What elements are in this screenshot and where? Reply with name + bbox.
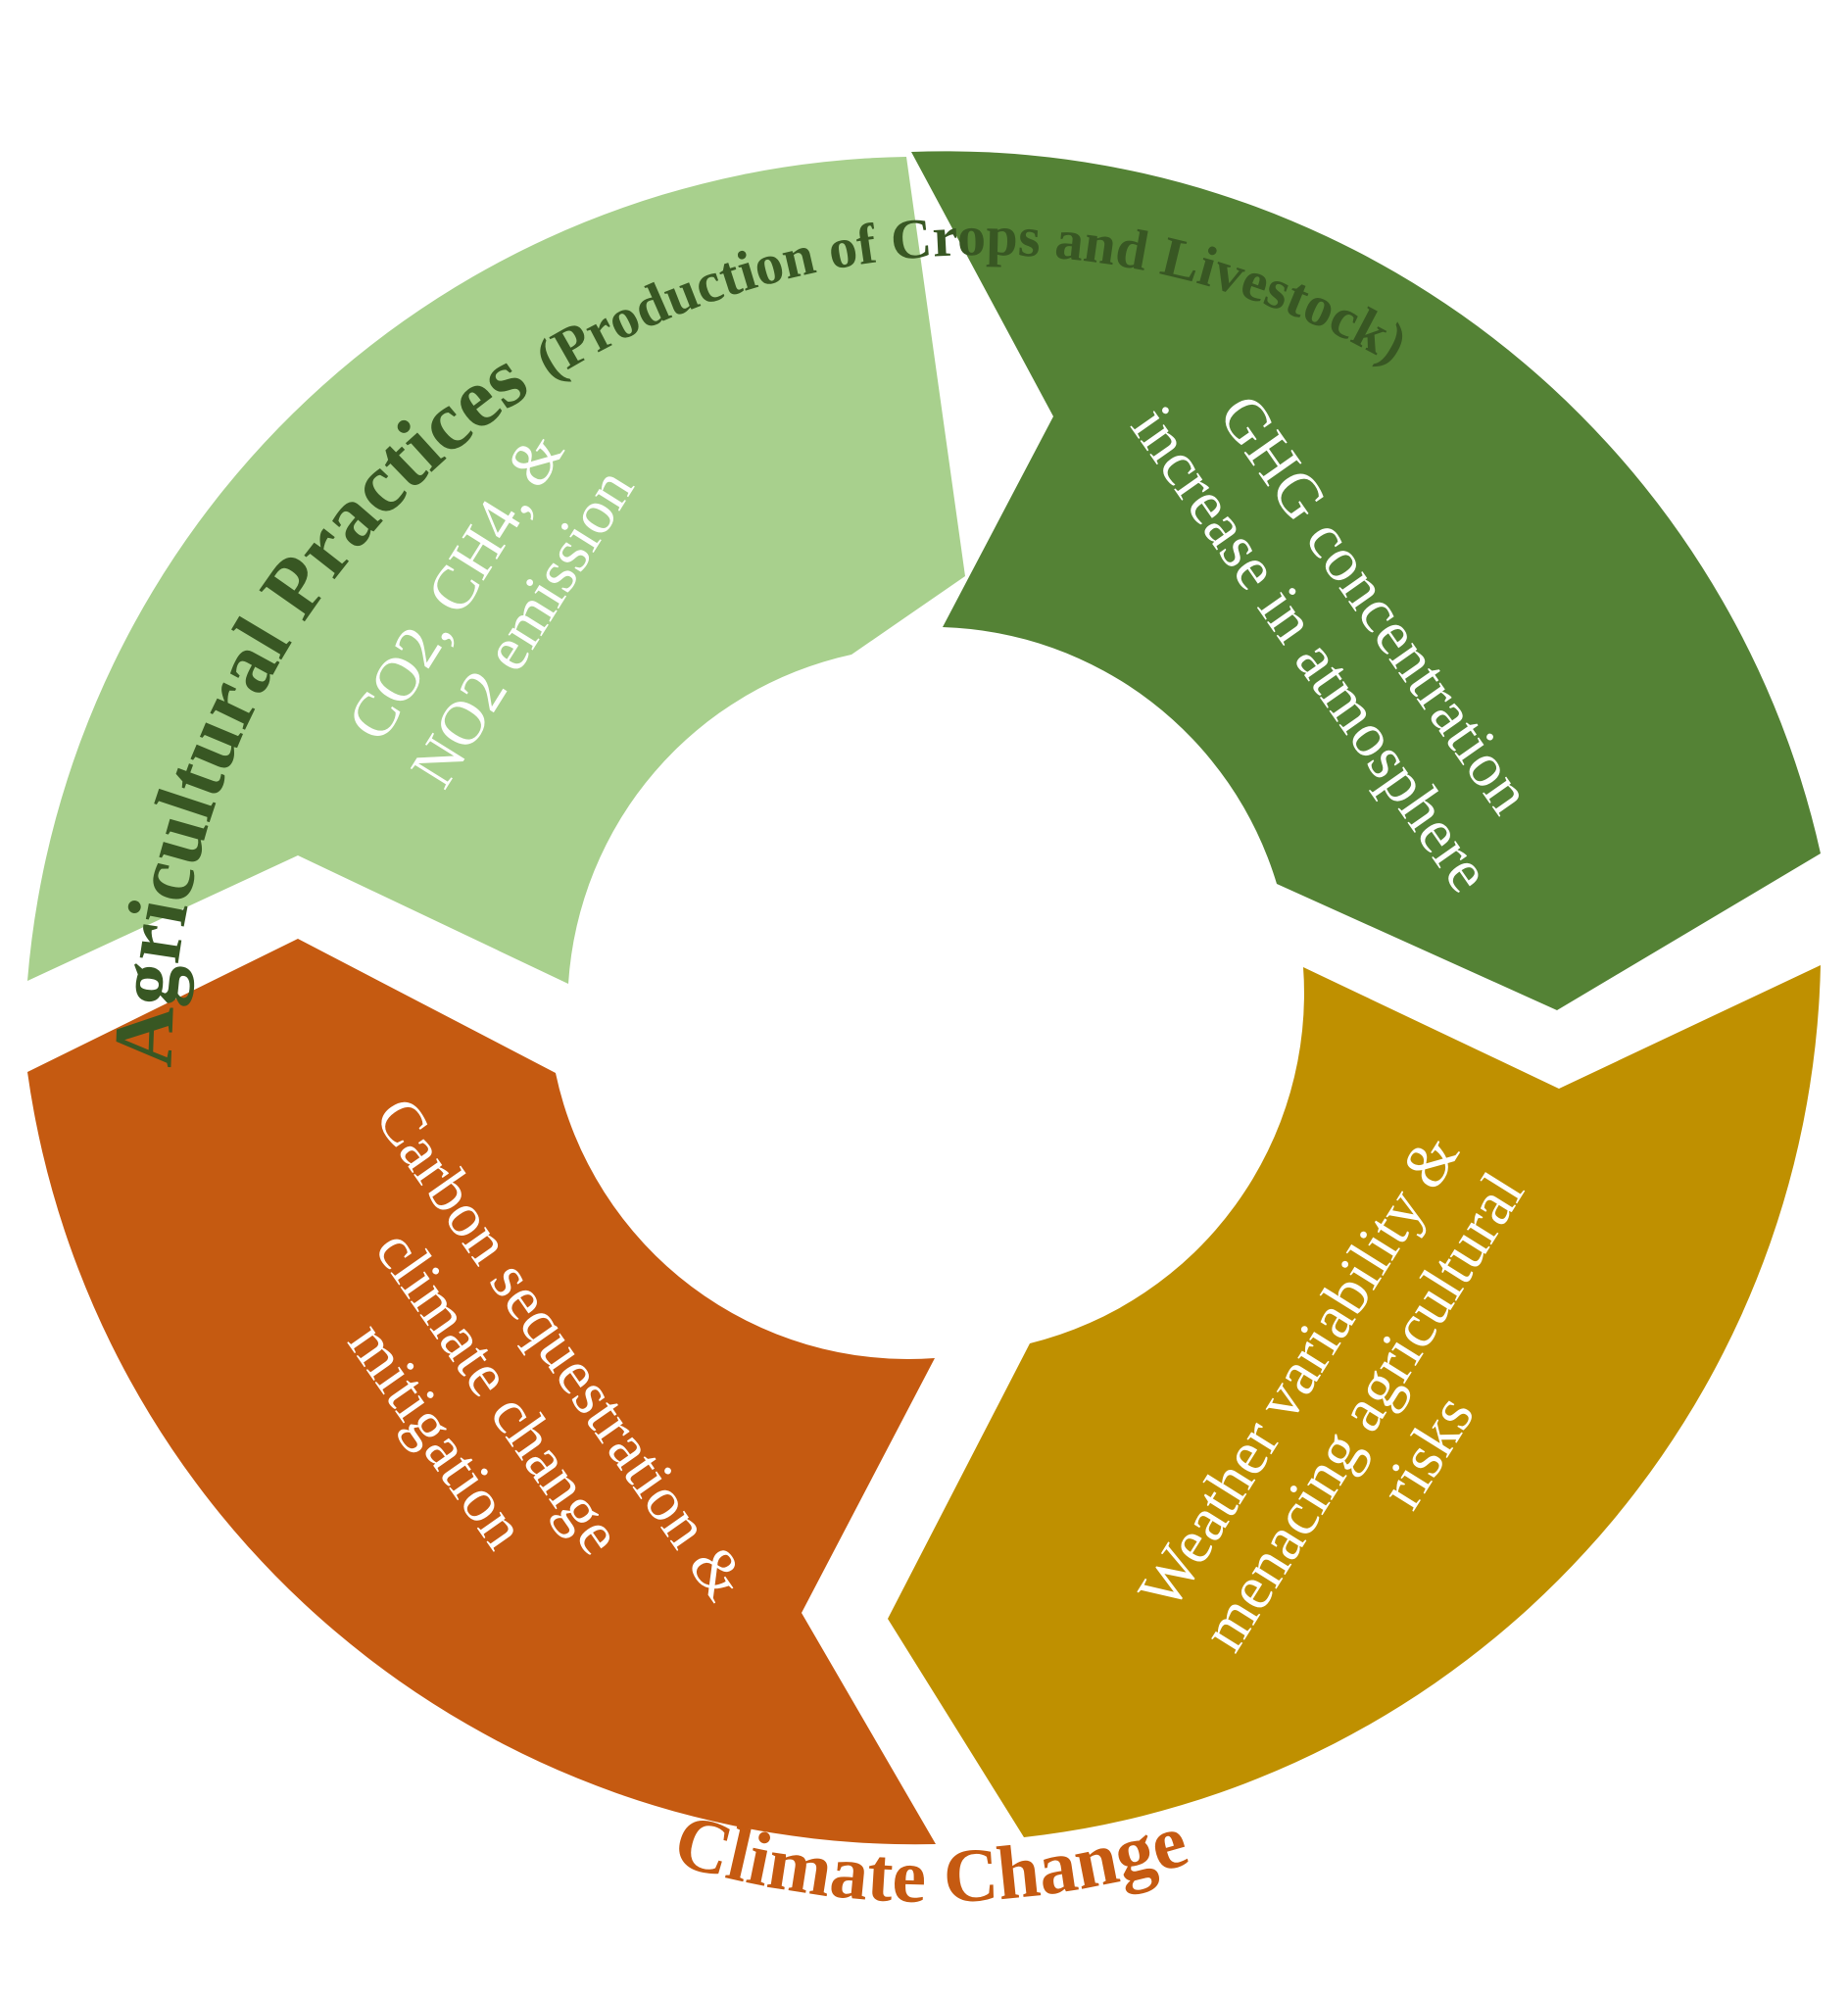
segment-emission: [27, 157, 965, 984]
footer-title-text: Climate Change: [666, 1797, 1196, 1920]
segment-weather: [888, 965, 1821, 1837]
footer-title: Climate Change: [666, 1797, 1196, 1920]
segment-ghg: [911, 151, 1821, 1010]
segment-carbon: [27, 939, 936, 1845]
